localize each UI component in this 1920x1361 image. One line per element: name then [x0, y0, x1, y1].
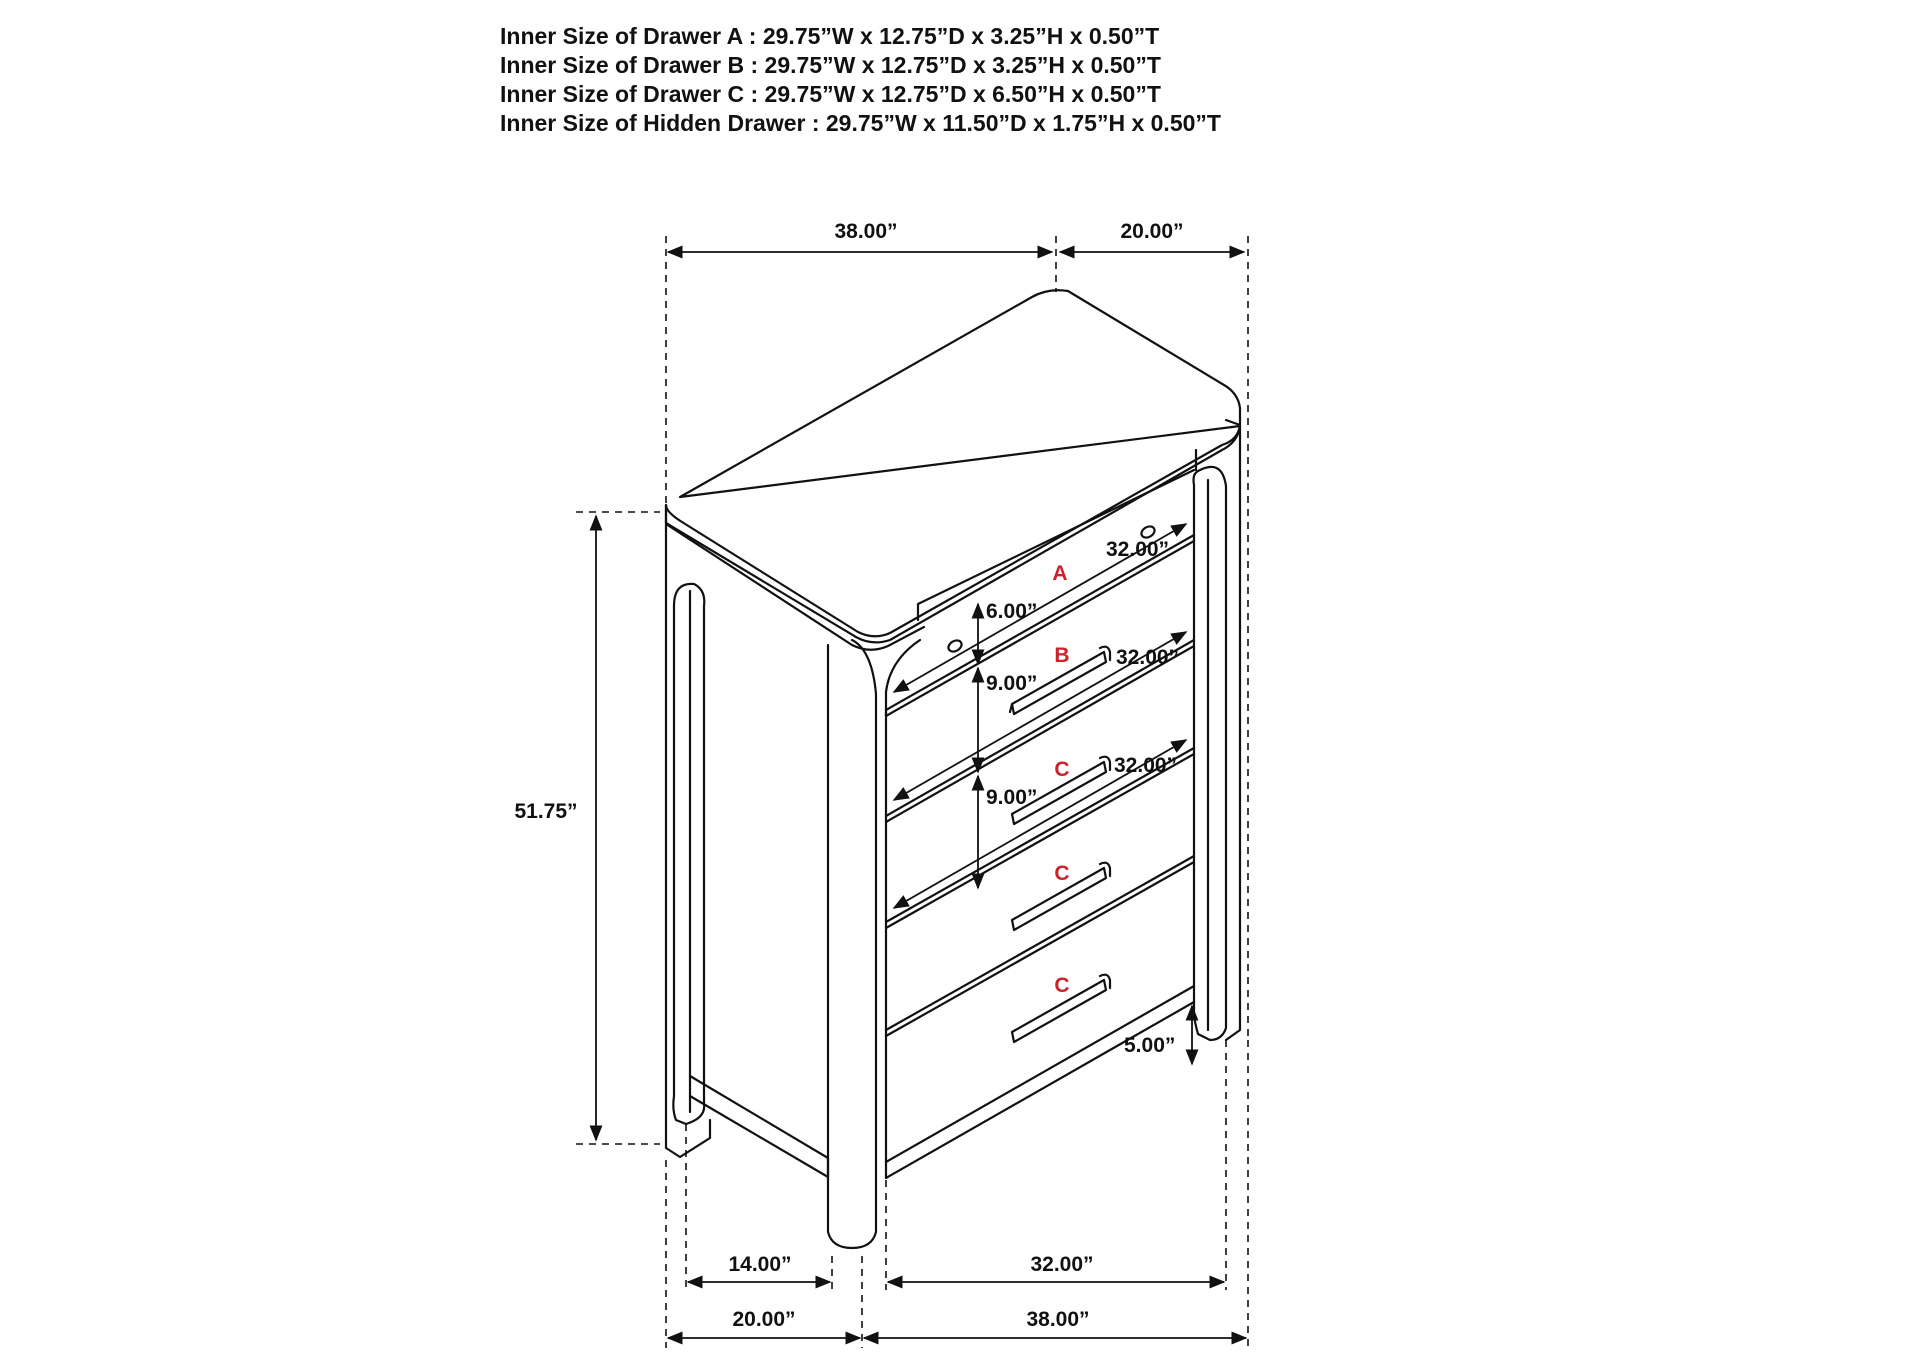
dim-overall-height: 51.75”: [514, 800, 577, 823]
drawer-line-2b: [884, 644, 1196, 824]
front-right-post: [1192, 465, 1228, 1042]
drawer-line-4: [884, 854, 1196, 1032]
bottom-rail-bottom: [884, 1000, 1196, 1180]
drawer-line-4b: [884, 860, 1196, 1038]
drawer-label-b: B: [1054, 644, 1069, 667]
dim-bottom-depth: 20.00”: [732, 1308, 795, 1331]
dim-drawer-b-width: 32.00”: [1116, 646, 1179, 669]
right-back-post: [1224, 418, 1242, 1042]
dim-bottom-width: 38.00”: [1026, 1308, 1089, 1331]
drawer-label-a: A: [1052, 562, 1067, 585]
front-left-leg: [826, 638, 878, 1250]
dim-drawer-b-height: 9.00”: [986, 672, 1037, 695]
drawer-label-c2: C: [1054, 862, 1069, 885]
dim-drawer-a-width: 32.00”: [1106, 538, 1169, 561]
top-edge: [664, 503, 926, 651]
dim-drawer-c-height: 9.00”: [986, 786, 1037, 809]
drawer-c3-handle: [1010, 973, 1112, 1044]
drawer-line-1b: [884, 539, 1196, 718]
spec-block: Inner Size of Drawer A : 29.75”W x 12.75…: [500, 22, 1420, 138]
spec-line-drawer-b: Inner Size of Drawer B : 29.75”W x 12.75…: [500, 52, 1161, 78]
dim-drawer-a-height: 6.00”: [986, 600, 1037, 623]
spec-line-drawer-c: Inner Size of Drawer C : 29.75”W x 12.75…: [500, 81, 1161, 107]
dim-drawer-c-width: 32.00”: [1114, 754, 1177, 777]
dim-top-width: 38.00”: [834, 220, 897, 243]
drawer-line-1: [884, 533, 1196, 712]
dim-bottom-inner-depth: 14.00”: [728, 1253, 791, 1276]
left-side-outer: [664, 522, 712, 1159]
drawer-line-3b: [884, 752, 1196, 930]
top-surface: [664, 289, 1242, 644]
dim-line-drawer-c-width: [892, 739, 1188, 909]
drawer-label-c3: C: [1054, 974, 1069, 997]
front-leg-curve: [884, 638, 922, 694]
spec-line-hidden-drawer: Inner Size of Hidden Drawer : 29.75”W x …: [500, 110, 1221, 136]
dim-top-depth: 20.00”: [1120, 220, 1183, 243]
dim-leg-clearance: 5.00”: [1124, 1034, 1175, 1057]
dim-bottom-inner-width: 32.00”: [1030, 1253, 1093, 1276]
drawer-label-c1: C: [1054, 758, 1069, 781]
drawer-a-knob-left: [947, 639, 963, 653]
spec-line-drawer-a: Inner Size of Drawer A : 29.75”W x 12.75…: [500, 23, 1160, 49]
left-side-panel: [672, 582, 706, 1126]
bottom-rail-top: [884, 984, 1196, 1164]
